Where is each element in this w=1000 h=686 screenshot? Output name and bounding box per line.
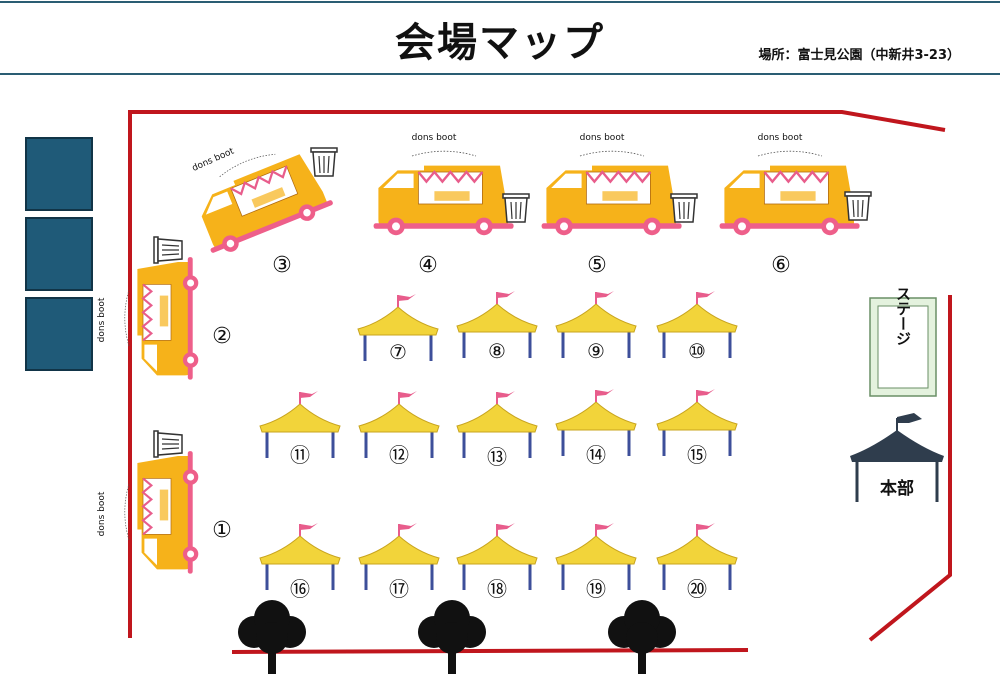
- page-title: 会場マップ: [395, 20, 605, 66]
- tent-number: ⑨: [587, 339, 605, 363]
- tent-14: ⑭: [554, 387, 638, 467]
- tent-number: ⑲: [586, 577, 606, 601]
- food-truck-6: [718, 149, 861, 237]
- tree-icon: [606, 598, 678, 676]
- truck-number: ①: [212, 518, 232, 543]
- tent-number: ⑰: [389, 577, 409, 601]
- food-truck-5: [540, 149, 683, 237]
- tent-number: ⑧: [488, 339, 506, 363]
- tent-9: ⑨: [554, 289, 638, 363]
- tent-10: ⑩: [655, 289, 739, 363]
- food-truck-2: [123, 256, 200, 381]
- food-truck-4: [372, 149, 515, 237]
- truck-brand: dons boot: [758, 133, 803, 143]
- tent-number: ⑯: [290, 577, 310, 601]
- truck-brand: dons boot: [580, 133, 625, 143]
- tent-number: ⑮: [687, 443, 707, 467]
- trash-bin-icon: [670, 193, 698, 223]
- tent-15: ⑮: [655, 387, 739, 467]
- tent-20: ⑳: [655, 521, 739, 601]
- trash-bin-icon: [502, 193, 530, 223]
- tent-16: ⑯: [258, 521, 342, 601]
- stage-label: ステージ: [894, 286, 912, 346]
- tent-number: ⑩: [688, 339, 706, 363]
- truck-brand: dons boot: [412, 133, 457, 143]
- tent-11: ⑪: [258, 389, 342, 467]
- headquarters-label: 本部: [880, 478, 914, 499]
- truck-brand: dons boot: [97, 297, 107, 342]
- trash-bin-icon: [153, 430, 183, 458]
- tent-7: ⑦: [356, 292, 440, 364]
- tree-icon: [416, 598, 488, 676]
- tent-17: ⑰: [357, 521, 441, 601]
- tent-12: ⑫: [357, 389, 441, 467]
- tent-18: ⑱: [455, 521, 539, 601]
- food-truck-1: [123, 450, 200, 575]
- trash-bin-icon: [844, 191, 872, 221]
- truck-number: ⑤: [587, 253, 607, 278]
- tent-number: ⑬: [487, 445, 507, 469]
- truck-brand: dons boot: [97, 491, 107, 536]
- tent-number: ⑪: [290, 443, 310, 467]
- tent-8: ⑧: [455, 289, 539, 363]
- fence-north-west: [128, 110, 946, 638]
- truck-number: ②: [212, 324, 232, 349]
- tent-number: ⑭: [586, 443, 606, 467]
- fence-east: [868, 295, 952, 642]
- tent-13: ⑬: [455, 389, 539, 469]
- truck-brand: dons boot: [191, 146, 236, 174]
- trash-bin-icon: [310, 147, 338, 177]
- tent-number: ⑫: [389, 443, 409, 467]
- truck-number: ⑥: [771, 253, 791, 278]
- fence-south: [231, 648, 749, 654]
- tree-icon: [236, 598, 308, 676]
- trash-bin-icon: [153, 236, 183, 264]
- parking-block: [25, 217, 93, 291]
- tent-19: ⑲: [554, 521, 638, 601]
- parking-block: [25, 297, 93, 371]
- location-text: 場所：富士見公園（中新井3-23）: [758, 48, 960, 63]
- stage: ステージ: [869, 286, 937, 397]
- tent-number: ⑳: [687, 577, 707, 601]
- truck-number: ③: [272, 253, 292, 278]
- parking-block: [25, 137, 93, 211]
- tent-number: ⑱: [487, 577, 507, 601]
- headquarters-tent: 本部: [850, 413, 944, 502]
- truck-number: ④: [418, 253, 438, 278]
- tent-number: ⑦: [389, 340, 407, 364]
